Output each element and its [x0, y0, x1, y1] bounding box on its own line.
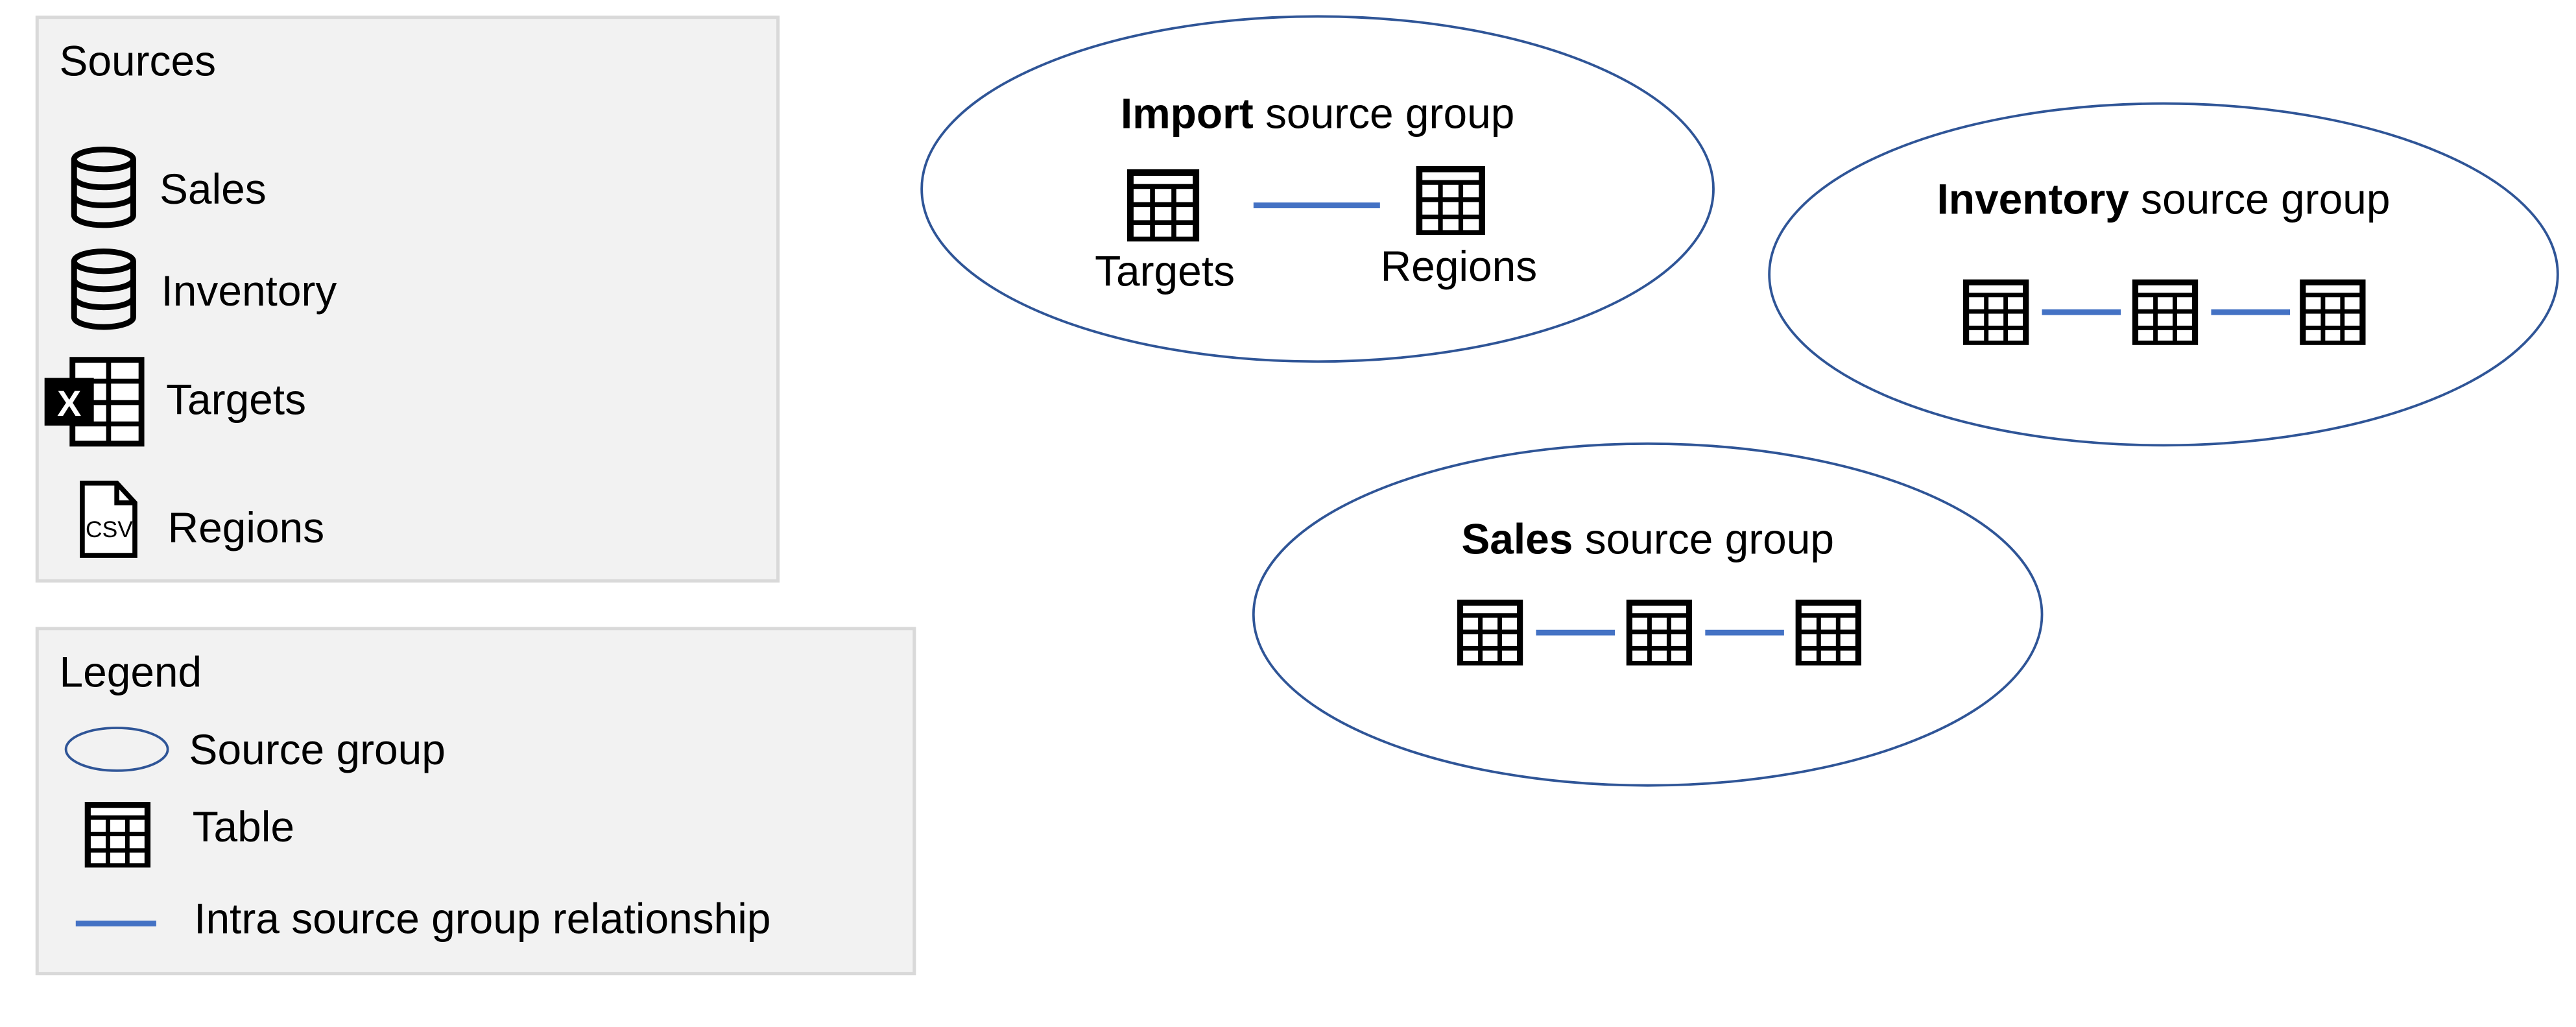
- table-icon: [2300, 279, 2366, 345]
- excel-icon: X: [44, 357, 145, 447]
- table-icon: [1416, 165, 1485, 236]
- table-icon: [1457, 599, 1523, 666]
- sources-panel: Sources Sales Inventory X Targets CSV Re…: [35, 16, 780, 583]
- table-icon: [1962, 279, 2029, 345]
- legend-item-label: Table: [193, 803, 294, 851]
- table-label: Regions: [1381, 242, 1538, 290]
- source-group-ellipse: [1252, 442, 2044, 787]
- legend-item-label: Source group: [189, 725, 446, 773]
- inventory-source-group: Inventory source group: [1768, 102, 2559, 447]
- source-item-label: Targets: [166, 375, 306, 423]
- svg-text:CSV: CSV: [86, 516, 133, 542]
- table-label: Targets: [1095, 247, 1235, 295]
- csv-file-icon: CSV: [80, 480, 137, 558]
- source-group-ellipse: [1768, 102, 2559, 447]
- group-title: Inventory source group: [1937, 175, 2390, 223]
- group-title: Sales source group: [1461, 515, 1834, 563]
- source-item-label: Sales: [160, 165, 267, 213]
- import-source-group: Import source group Targets Regions: [920, 15, 1715, 363]
- table-icon: [1795, 599, 1861, 666]
- source-item-label: Inventory: [161, 267, 337, 315]
- legend-item-label: Intra source group relationship: [194, 895, 770, 943]
- legend-panel: Legend Source group Table Intra source g…: [35, 627, 916, 976]
- legend-title: Legend: [59, 648, 202, 696]
- svg-text:X: X: [57, 383, 81, 424]
- table-icon: [1626, 599, 1693, 666]
- source-group-ellipse: [920, 15, 1715, 363]
- table-icon: [2132, 279, 2199, 345]
- sales-source-group: Sales source group: [1252, 442, 2044, 787]
- ellipse-icon: [64, 727, 169, 772]
- sources-title: Sources: [59, 37, 216, 85]
- group-title: Import source group: [1121, 90, 1514, 138]
- table-icon: [1127, 169, 1200, 242]
- source-item-label: Regions: [168, 503, 325, 551]
- table-icon: [84, 802, 151, 868]
